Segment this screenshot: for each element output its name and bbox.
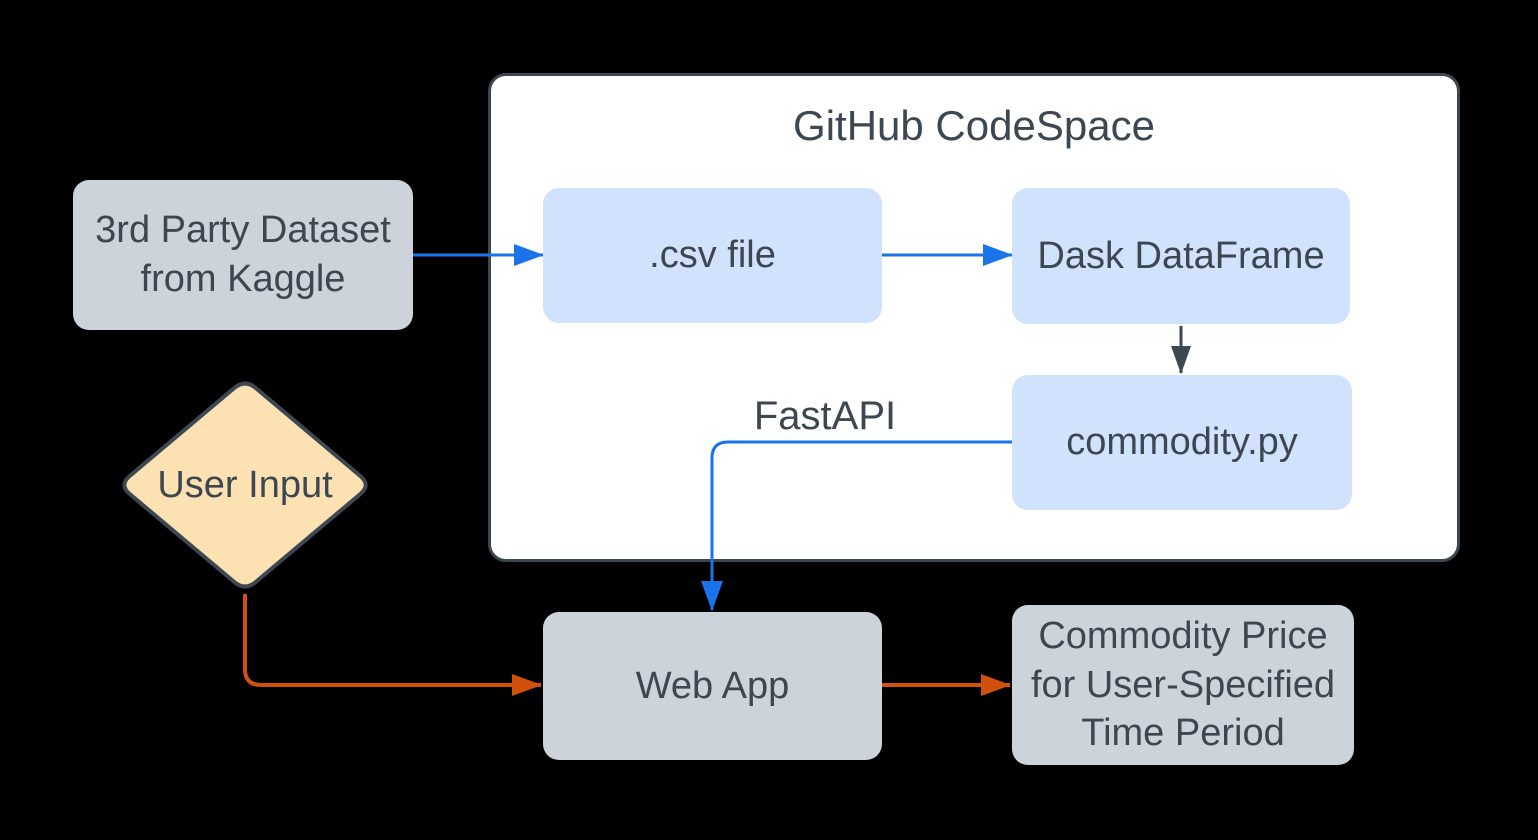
node-3rd-party-dataset: 3rd Party Dataset from Kaggle bbox=[73, 180, 413, 330]
node-label-line: for User-Specified bbox=[1030, 663, 1336, 706]
node-csv-file: .csv file bbox=[543, 188, 882, 323]
fastapi-edge-label: FastAPI bbox=[753, 394, 897, 438]
node-label: User Input bbox=[157, 463, 333, 506]
node-dask-dataframe: Dask DataFrame bbox=[1012, 188, 1350, 324]
node-label-line: 3rd Party Dataset bbox=[95, 209, 391, 252]
node-output-commodity-price: Commodity Price for User-Specified Time … bbox=[1012, 605, 1354, 765]
node-label: Web App bbox=[635, 664, 790, 707]
node-label: .csv file bbox=[649, 234, 776, 277]
node-user-input: User Input bbox=[112, 372, 378, 598]
arrow-userinput-to-webapp bbox=[243, 594, 542, 696]
node-label: commodity.py bbox=[1066, 421, 1298, 464]
codespace-title: GitHub CodeSpace bbox=[793, 102, 1155, 149]
user-input-diamond-shape bbox=[122, 381, 368, 589]
node-label-line: Commodity Price bbox=[1038, 615, 1328, 658]
node-label: Dask DataFrame bbox=[1037, 234, 1325, 277]
node-label-line: from Kaggle bbox=[140, 258, 346, 300]
node-web-app: Web App bbox=[543, 612, 882, 760]
node-label-line: Time Period bbox=[1081, 712, 1285, 755]
node-commodity-py: commodity.py bbox=[1012, 375, 1352, 510]
